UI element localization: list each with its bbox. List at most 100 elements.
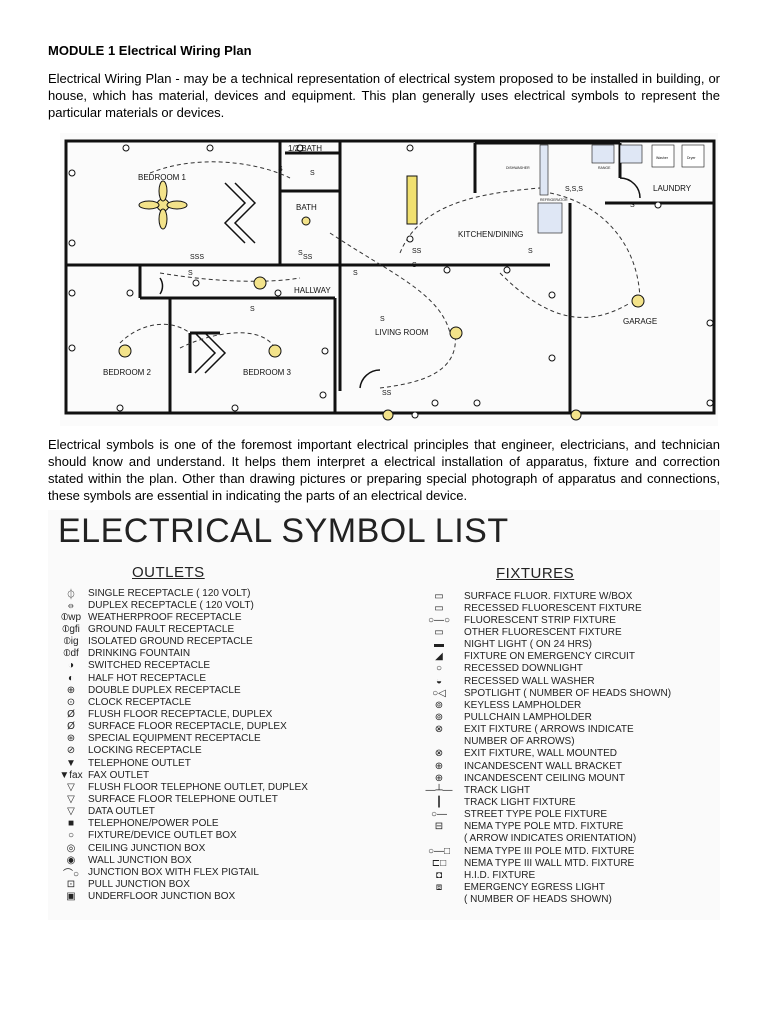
fixture-symbol-icon: ⊚ [434,711,444,723]
switch-label: S [412,262,417,269]
outlet-label: SPECIAL EQUIPMENT RECEPTACLE [88,733,261,745]
fixture-label: ( ARROW INDICATES ORIENTATION) [464,833,637,845]
room-label-garage: GARAGE [623,317,657,326]
outlet-label: SURFACE FLOOR RECEPTACLE, DUPLEX [88,721,287,733]
outlet-item: ▼fax FAX OUTLET [54,769,308,781]
fixture-label: OTHER FLUORESCENT FIXTURE [464,626,622,638]
outlet-symbol-icon: ▣ [66,891,76,903]
outlet-label: DATA OUTLET [88,806,155,818]
room-label-bedroom2: BEDROOM 2 [103,368,152,377]
fixture-item: ◒RECESSED WALL WASHER [414,675,671,687]
outlet-symbol-icon: ■ [67,818,75,830]
outlet-label: PULL JUNCTION BOX [88,878,190,890]
outlet-label: ISOLATED GROUND RECEPTACLE [88,636,253,648]
fixture-label: EXIT FIXTURE, WALL MOUNTED [464,748,617,760]
fixture-label: SPOTLIGHT ( NUMBER OF HEADS SHOWN) [464,687,672,699]
fixture-item: NUMBER OF ARROWS) [414,736,671,748]
fixture-symbol-icon: ▭ [434,602,444,614]
appliance-label: DISHWASHER [506,166,530,170]
outlet-item: ○FIXTURE/DEVICE OUTLET BOX [54,830,308,842]
fixture-symbol-icon: ⊏□ [431,857,447,869]
outlet-label: LOCKING RECEPTACLE [88,745,202,757]
room-label-hallway: HALLWAY [294,286,331,295]
switch-label: S [380,316,385,323]
outlet-item: ◐HALF HOT RECEPTACLE [54,672,308,684]
outlet-item: ⌒○ JUNCTION BOX WITH FLEX PIGTAIL [54,866,308,880]
fixtures-heading: FIXTURES [496,565,575,582]
fixture-symbol-icon: ▬ [434,639,444,651]
fixture-label: RECESSED DOWNLIGHT [464,663,583,675]
outlet-symbol-icon: ⌒○ [62,868,80,880]
fixture-item: ○— STREET TYPE POLE FIXTURE [414,809,671,821]
outlet-symbol-icon: Ø [67,708,75,720]
outlets-list: ⏀SINGLE RECEPTACLE ( 120 VOLT)⦵DUPLEX RE… [54,587,308,903]
fixture-label: NIGHT LIGHT ( ON 24 HRS) [464,639,592,651]
outlet-symbol-icon: ⊘ [66,745,76,757]
outlet-label: TELEPHONE/POWER POLE [88,818,219,830]
appliance-label: REFRIGERATOR [540,198,568,202]
fixture-item: ▭SURFACE FLUOR. FIXTURE W/BOX [414,590,671,602]
outlet-item: ▼ TELEPHONE OUTLET [54,757,308,769]
fixture-label: PULLCHAIN LAMPHOLDER [464,711,592,723]
fixture-item: ( NUMBER OF HEADS SHOWN) [414,894,671,906]
outlet-symbol-icon: ◑ [67,660,75,672]
fixture-label: NEMA TYPE III WALL MTD. FIXTURE [464,857,635,869]
fixture-label: STREET TYPE POLE FIXTURE [464,809,607,821]
fixture-label: INCANDESCENT CEILING MOUNT [464,772,625,784]
fixture-symbol-icon: ⧈ [435,881,443,893]
fixture-symbol-icon: ○—○ [427,614,451,626]
fixture-symbol-icon: ⊗ [434,724,444,736]
fixture-label: INCANDESCENT WALL BRACKET [464,760,622,772]
fixture-symbol-icon: ⊗ [434,748,444,760]
fixture-item: ▬ NIGHT LIGHT ( ON 24 HRS) [414,639,671,651]
outlet-label: UNDERFLOOR JUNCTION BOX [88,891,236,903]
room-label-bedroom1: BEDROOM 1 [138,173,187,182]
fixture-item: ┃TRACK LIGHT FIXTURE [414,796,671,808]
outlet-label: CLOCK RECEPTACLE [88,696,192,708]
outlet-label: JUNCTION BOX WITH FLEX PIGTAIL [88,866,259,878]
fixture-item: ⊕ INCANDESCENT WALL BRACKET [414,760,671,772]
fixture-label: NEMA TYPE III POLE MTD. FIXTURE [464,845,635,857]
outlet-label: SWITCHED RECEPTACLE [88,660,211,672]
outlet-label: FLUSH FLOOR TELEPHONE OUTLET, DUPLEX [88,781,308,793]
appliance-label: Dryer [687,156,696,160]
outlet-item: ▣ UNDERFLOOR JUNCTION BOX [54,891,308,903]
outlet-symbol-icon: ⦶gfi [62,623,80,635]
fixture-label: SURFACE FLUOR. FIXTURE W/BOX [464,590,633,602]
fixture-symbol-icon: ○— [430,809,448,821]
room-label-kitchen: KITCHEN/DINING [458,230,523,239]
outlet-symbol-icon: ▼ [66,757,76,769]
switch-label: SS [412,248,422,255]
fixture-symbol-icon: ⊕ [434,760,444,772]
outlet-label: TELEPHONE OUTLET [88,757,191,769]
outlet-symbol-icon: ▼fax [59,769,83,781]
switch-label: S [353,270,358,277]
outlet-symbol-icon: ⊙ [66,696,76,708]
outlet-symbol-icon: ⊛ [66,733,76,745]
fixture-symbol-icon: ◘ [435,869,443,881]
switch-label: S [250,306,255,313]
fixture-item: ○RECESSED DOWNLIGHT [414,663,671,675]
fixture-item: —┴— TRACK LIGHT [414,784,671,796]
fixture-item: ▭OTHER FLUORESCENT FIXTURE [414,626,671,638]
outlet-item: ▽FLUSH FLOOR TELEPHONE OUTLET, DUPLEX [54,781,308,793]
intro-paragraph: Electrical Wiring Plan - may be a techni… [48,71,720,120]
outlet-symbol-icon: ◉ [66,854,76,866]
fixture-item: ⧈EMERGENCY EGRESS LIGHT [414,881,671,893]
outlet-item: ■ TELEPHONE/POWER POLE [54,818,308,830]
switch-label: SSS [190,254,204,261]
fixture-symbol-icon: —┴— [425,784,453,796]
outlet-label: SURFACE FLOOR TELEPHONE OUTLET [88,793,278,805]
fixture-label: TRACK LIGHT [464,784,531,796]
switch-label: S,S,S [565,186,583,193]
outlet-item: ◉WALL JUNCTION BOX [54,854,308,866]
outlet-label: FAX OUTLET [88,769,150,781]
fixture-symbol-icon: ⊟ [434,821,444,833]
switch-label: S [298,250,303,257]
switch-label: S [278,166,283,173]
fixture-item: ⊟NEMA TYPE POLE MTD. FIXTURE [414,821,671,833]
fixture-item: ○—○FLUORESCENT STRIP FIXTURE [414,614,671,626]
outlet-item: ◑ SWITCHED RECEPTACLE [54,660,308,672]
